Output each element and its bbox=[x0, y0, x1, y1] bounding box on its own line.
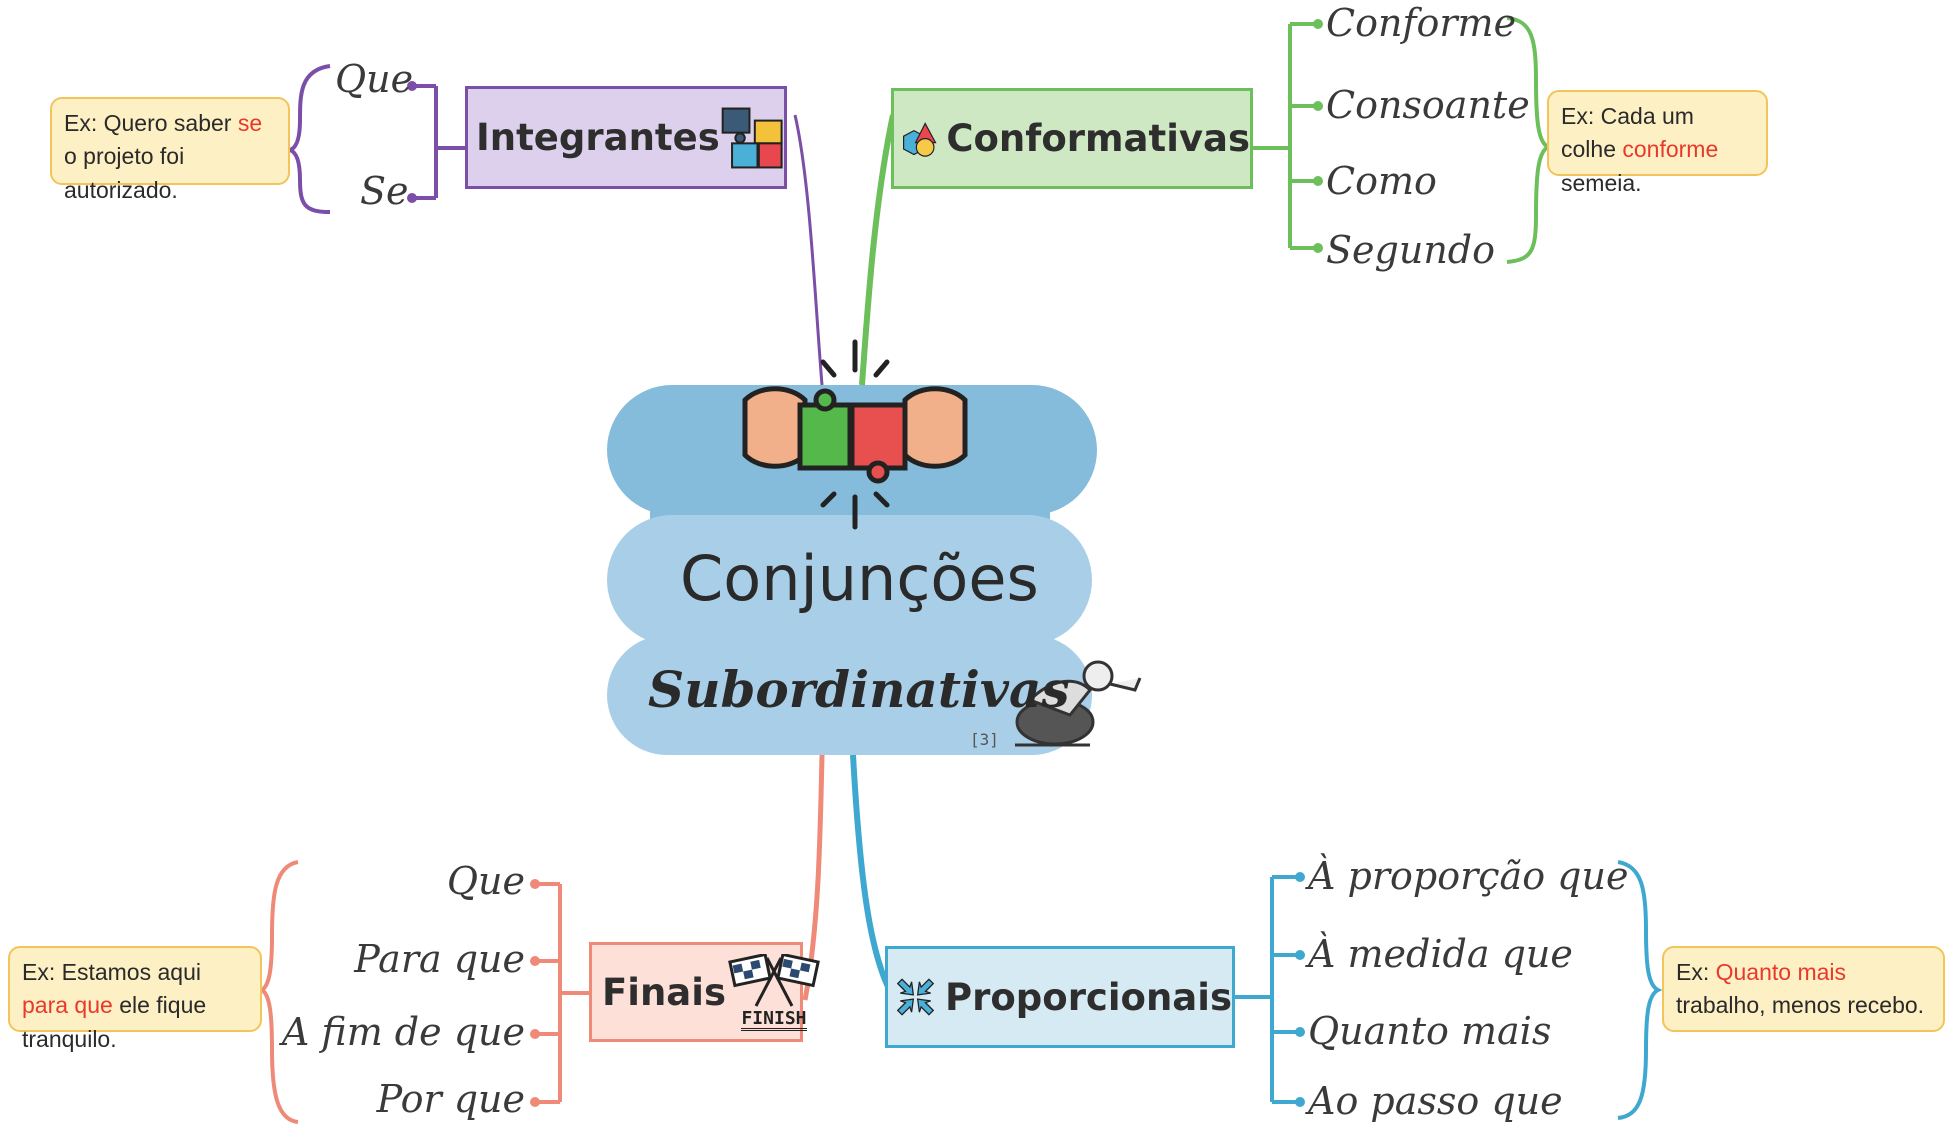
proporcionais-item: À proporção que bbox=[1308, 854, 1629, 898]
finais-item: Por que bbox=[376, 1077, 525, 1121]
arrows-inward-icon bbox=[896, 978, 935, 1016]
reference-marker: [3] bbox=[970, 730, 999, 749]
geometric-shapes-icon bbox=[902, 121, 937, 157]
example-text: trabalho, menos recebo. bbox=[1676, 992, 1925, 1019]
finais-item: A fim de que bbox=[281, 1010, 525, 1054]
checkered-flags-icon: FINISH bbox=[726, 953, 822, 1031]
conformativas-item: Como bbox=[1326, 159, 1437, 203]
node-proporcionais[interactable]: Proporcionais bbox=[885, 946, 1235, 1048]
node-finais[interactable]: Finais FINISH bbox=[589, 942, 820, 1042]
example-note-finais: Ex: Estamos aqui para que ele fique tran… bbox=[8, 946, 262, 1052]
trunk-conformativas bbox=[859, 114, 896, 386]
example-highlight: se bbox=[237, 110, 263, 136]
proporcionais-item: À medida que bbox=[1308, 932, 1573, 976]
integrantes-item: Que bbox=[335, 57, 414, 101]
example-highlight: Quanto mais bbox=[1715, 959, 1847, 985]
example-text: Ex: Estamos aqui bbox=[22, 959, 201, 985]
example-highlight: para que bbox=[22, 992, 113, 1019]
puzzle-pieces-icon bbox=[721, 107, 783, 168]
proporcionais-item: Quanto mais bbox=[1308, 1009, 1552, 1053]
example-text: Ex: bbox=[1676, 959, 1716, 985]
node-integrantes[interactable]: Integrantes bbox=[465, 86, 787, 189]
example-note-proporcionais: Ex: Quanto mais trabalho, menos recebo. bbox=[1662, 946, 1945, 1032]
example-highlight: conforme bbox=[1622, 136, 1719, 163]
node-integrantes-label: Integrantes bbox=[476, 116, 720, 159]
node-proporcionais-label: Proporcionais bbox=[945, 975, 1232, 1019]
trunk-integrantes bbox=[793, 114, 824, 386]
puzzle-hands-icon bbox=[742, 339, 968, 530]
conformativas-item: Conforme bbox=[1326, 1, 1517, 45]
finish-text: FINISH bbox=[741, 1007, 807, 1031]
conformativas-item: Consoante bbox=[1326, 83, 1530, 127]
finais-item: Que bbox=[446, 859, 525, 903]
center-subtitle: Subordinativas bbox=[648, 660, 1070, 719]
integrantes-item: Se bbox=[360, 169, 409, 213]
node-finais-label: Finais bbox=[602, 970, 726, 1014]
node-conformativas[interactable]: Conformativas bbox=[891, 88, 1253, 189]
finais-item: Para que bbox=[354, 937, 525, 981]
example-text: Ex: Quero saber bbox=[64, 110, 238, 136]
center-title: Conjunções bbox=[680, 542, 1039, 615]
conformativas-item: Segundo bbox=[1326, 228, 1495, 272]
proporcionais-item: Ao passo que bbox=[1308, 1079, 1563, 1123]
example-text: Ex: Cada um colhe bbox=[1561, 103, 1694, 163]
example-note-conformativas: Ex: Cada um colhe conforme semeia. bbox=[1547, 90, 1768, 196]
example-text: o projeto foi autorizado. bbox=[64, 143, 185, 203]
example-text: ele fique tranquilo. bbox=[22, 992, 207, 1052]
integrantes-connectors bbox=[283, 64, 466, 214]
conformativas-connectors bbox=[1253, 16, 1553, 264]
example-note-integrantes: Ex: Quero saber se o projeto foi autoriz… bbox=[50, 97, 290, 203]
node-conformativas-label: Conformativas bbox=[946, 117, 1250, 160]
bowing-person-icon bbox=[1015, 660, 1142, 747]
example-text: semeia. bbox=[1561, 169, 1642, 196]
